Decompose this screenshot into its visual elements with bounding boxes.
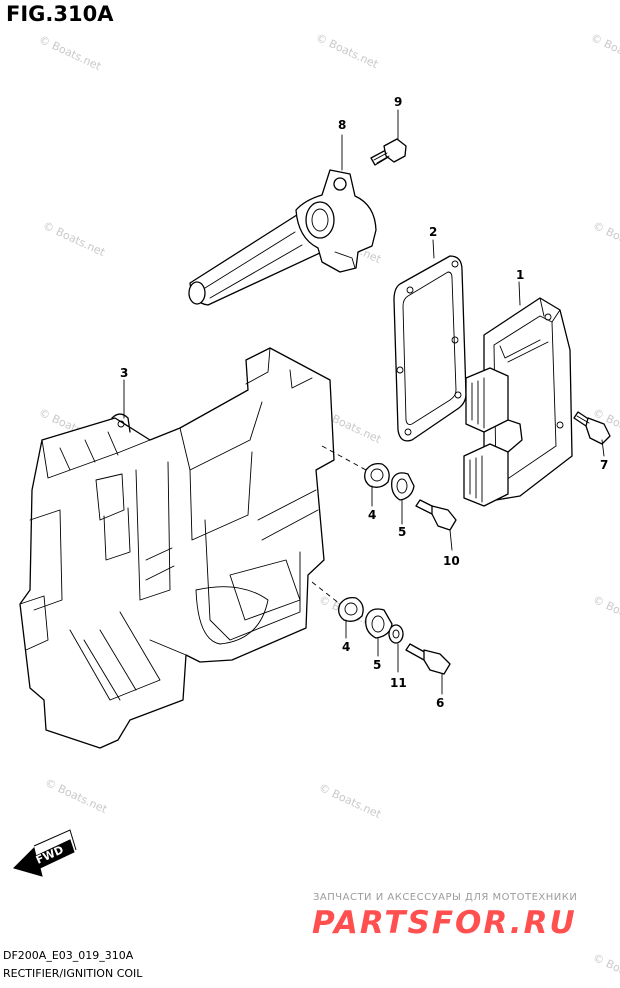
watermark: © Boats.net xyxy=(43,776,110,816)
ignition-coil[interactable] xyxy=(188,169,377,306)
figure-caption: RECTIFIER/IGNITION COIL xyxy=(3,967,143,980)
figure-title: FIG.310A xyxy=(6,2,114,26)
watermark: © Boats.net xyxy=(314,31,381,71)
callout-label: 1 xyxy=(516,268,524,282)
washer-part-11[interactable] xyxy=(388,624,404,644)
callout-label: 5 xyxy=(373,658,381,672)
callout-label: 9 xyxy=(394,95,402,109)
callouts: 1 2 3 4 5 6 7 8 9 10 4 5 11 xyxy=(120,95,608,710)
collar-part-5-upper[interactable] xyxy=(391,472,415,501)
callout-label: 6 xyxy=(436,696,444,710)
watermark: © Boats.net xyxy=(591,219,620,259)
callout-label: 8 xyxy=(338,118,346,132)
main-bracket[interactable] xyxy=(19,347,335,749)
callout-label: 5 xyxy=(398,525,406,539)
watermark: © Boats.net xyxy=(589,31,620,71)
fwd-arrow-icon: FWD xyxy=(13,829,77,877)
promo-brand-logo[interactable]: PARTSFOR.RU xyxy=(312,905,577,941)
callout-label: 7 xyxy=(600,458,608,472)
rectifier-unit[interactable] xyxy=(463,297,573,507)
callout-label: 4 xyxy=(342,640,350,654)
grommet-part-4-lower[interactable] xyxy=(338,596,364,622)
callout-label: 3 xyxy=(120,366,128,380)
gasket[interactable] xyxy=(393,255,467,442)
callout-label: 4 xyxy=(368,508,376,522)
watermark: © Boats.net xyxy=(37,33,104,73)
watermark: © Boats.net xyxy=(591,951,620,988)
promo-subtitle: ЗАПЧАСТИ И АКСЕССУАРЫ ДЛЯ МОТОТЕХНИКИ xyxy=(313,892,578,903)
assembly-lines xyxy=(311,445,367,605)
collar-part-5-lower[interactable] xyxy=(365,608,393,639)
callout-label: 11 xyxy=(390,676,407,690)
watermark: © Boats.net xyxy=(317,781,384,821)
bolt-part-6[interactable] xyxy=(405,643,451,675)
callout-label: 10 xyxy=(443,554,460,568)
watermark: © Boats.net xyxy=(41,219,108,259)
bolt-part-7[interactable] xyxy=(573,411,611,445)
leader-lines xyxy=(123,109,605,695)
diagram-code: DF200A_E03_019_310A xyxy=(3,949,134,962)
watermark: © Boats.net xyxy=(591,593,620,633)
bolt-part-10[interactable] xyxy=(415,499,457,531)
bolt-part-9[interactable] xyxy=(370,138,407,166)
callout-label: 2 xyxy=(429,225,437,239)
grommet-part-4-upper[interactable] xyxy=(364,462,390,488)
